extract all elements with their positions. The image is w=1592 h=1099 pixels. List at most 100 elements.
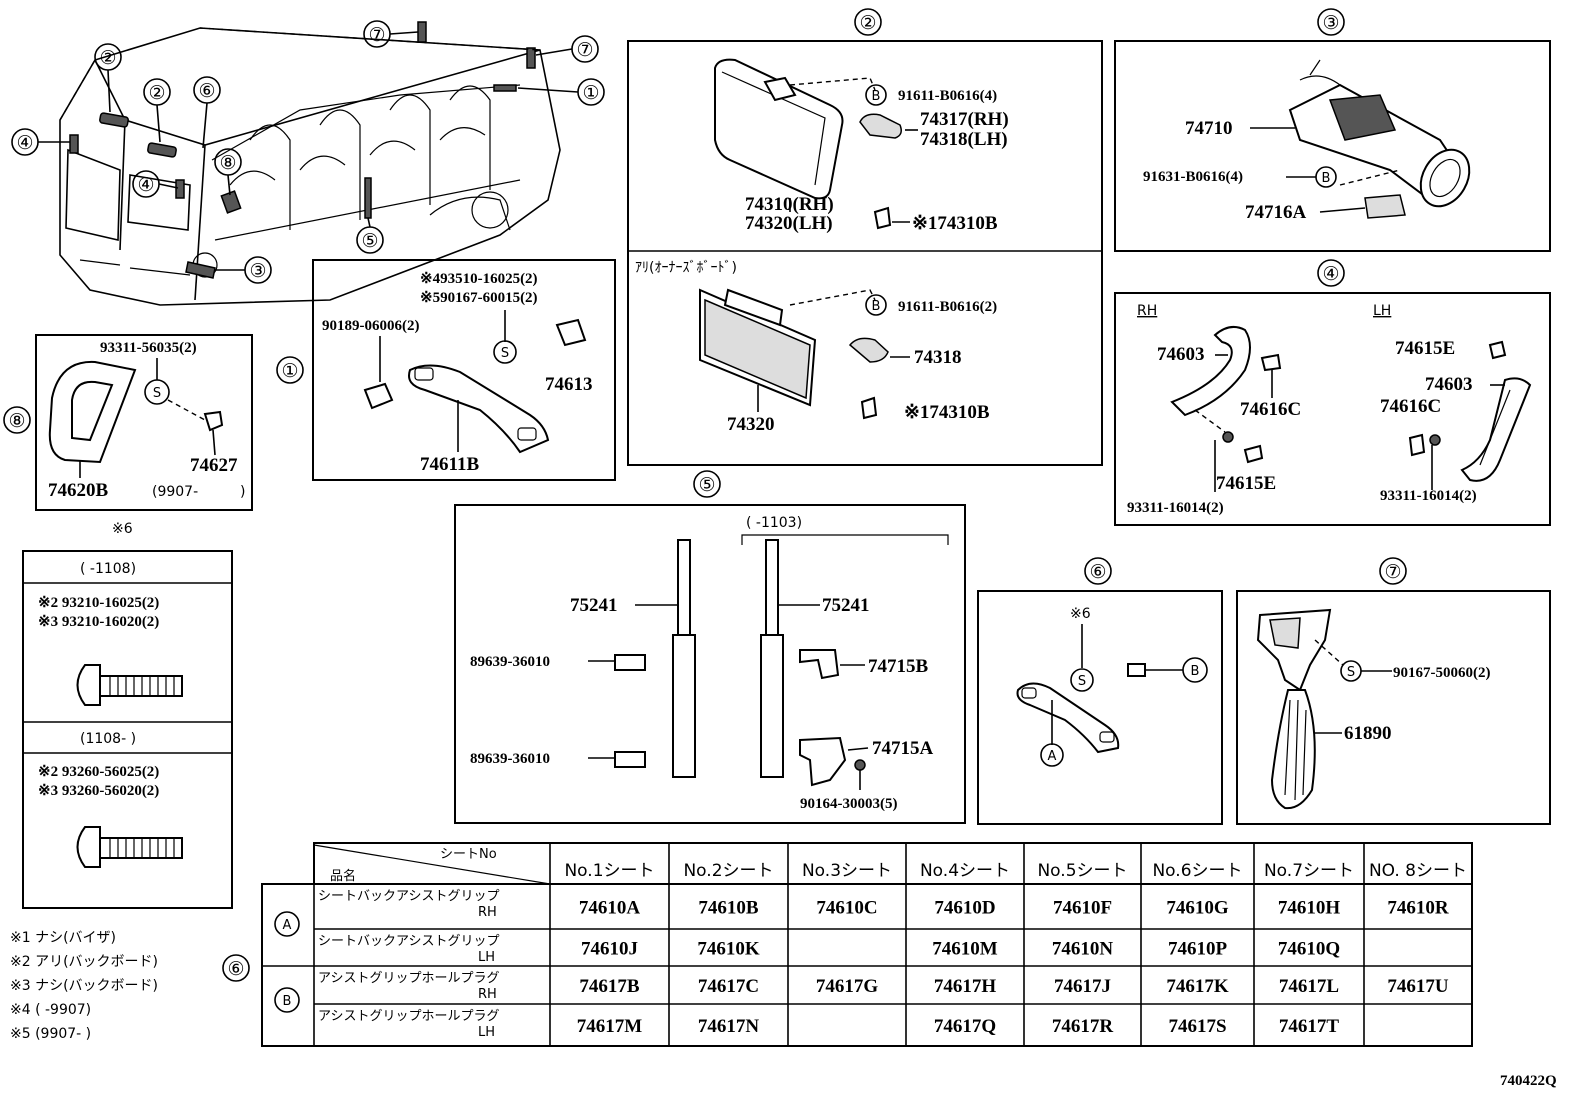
table-cell: 74617T (1279, 1016, 1340, 1037)
table-row-name: アシストグリップホールプラグ (318, 1009, 499, 1024)
part-74715A: 74715A (872, 738, 934, 759)
box-3-label: ③ (1322, 12, 1339, 34)
part-93311-16014-lh: 93311-16014(2) (1380, 488, 1477, 504)
part-74611B: 74611B (420, 454, 479, 475)
table-cell: 74617Q (934, 1016, 996, 1037)
table-cell: 74610C (816, 898, 877, 919)
box-6-note: ※6 (1070, 606, 1091, 622)
note-6-box: ※6 ( -1108) ※2 93210-16025(2) ※3 93210-1… (22, 521, 233, 909)
table-cell: 74617U (1387, 976, 1449, 997)
callout-1: ① (582, 82, 599, 104)
footnote-4: ※4 ( -9907) (10, 1002, 91, 1018)
part-90167-50060: 90167-50060(2) (1393, 665, 1491, 681)
table-cell: 74617L (1279, 976, 1339, 997)
part-74318: 74318(LH) (920, 129, 1008, 150)
table-cell: 74610G (1166, 898, 1229, 919)
box-1: ① ※493510-16025(2) ※590167-60015(2) 9018… (276, 259, 616, 481)
table-column-header: NO. 8シート (1369, 861, 1467, 881)
part-74320-2: 74320 (727, 414, 775, 435)
footnote-3: ※3 ナシ(バックボード) (10, 978, 158, 994)
footnote-1: ※1 ナシ(バイザ) (10, 930, 116, 946)
part-74317: 74317(RH) (920, 109, 1009, 130)
table-cells: 74610A 74610B 74610C 74610D 74610F 74610G 7461… (577, 898, 1449, 1038)
table-cell: 74617H (934, 976, 997, 997)
table-cell: 74610A (579, 898, 641, 919)
a-callout-6: A (1048, 749, 1057, 764)
part-90164-30003: 90164-30003(5) (800, 796, 898, 812)
table-cell: 74617C (698, 976, 759, 997)
callout-4-b: ④ (137, 174, 154, 196)
screw-s-callout-1: S (501, 346, 509, 361)
part-74310: 74310(RH) (745, 194, 834, 215)
part-93260-56025: ※2 93260-56025(2) (38, 764, 159, 780)
screw-s-callout-6: S (1078, 674, 1086, 689)
part-75241-b: 75241 (822, 595, 870, 616)
table-cell: 74610F (1053, 898, 1112, 919)
sub-title-owners-board: ｱﾘ(ｵｰﾅｰｽﾞﾎﾞｰﾄﾞ) (635, 260, 737, 276)
part-590167-60015: ※590167-60015(2) (420, 290, 538, 306)
table-column-header: No.3シート (802, 861, 892, 881)
part-174310B: ※174310B (912, 213, 998, 234)
footnote-5: ※5 (9907- ) (10, 1026, 91, 1042)
table-cell: 74617K (1166, 976, 1229, 997)
callout-3: ③ (249, 260, 266, 282)
part-74716A: 74716A (1245, 202, 1307, 223)
part-74616C-rh: 74616C (1240, 399, 1301, 420)
van-overview (59, 21, 561, 306)
part-74318-2: 74318 (914, 347, 962, 368)
part-74615E-rh: 74615E (1216, 473, 1276, 494)
callout-2-b: ② (148, 82, 165, 104)
callout-4-a: ④ (16, 132, 33, 154)
table-row-names: シートバックアシストグリップRHシートバックアシストグリップLHアシストグリップ… (318, 889, 499, 1040)
part-93210-16020: ※3 93210-16020(2) (38, 614, 159, 630)
part-91631-B0616: 91631-B0616(4) (1143, 169, 1243, 185)
table-cell: 74617J (1054, 976, 1111, 997)
table-cell: 74610J (581, 939, 638, 960)
b-callout-3: B (1322, 171, 1331, 186)
table-row-side: RH (478, 905, 497, 920)
table-corner-top: シートNo (440, 847, 497, 862)
part-74715B: 74715B (868, 656, 929, 677)
table-row-side: LH (478, 950, 495, 965)
table-column-header: No.7シート (1264, 861, 1354, 881)
table-cell: 74617S (1168, 1016, 1226, 1037)
callout-5: ⑤ (361, 230, 378, 252)
part-61890: 61890 (1344, 723, 1392, 744)
table-cell: 74610D (934, 898, 995, 919)
box-8-label: ⑧ (8, 410, 25, 432)
part-93311-16014-rh: 93311-16014(2) (1127, 500, 1224, 516)
table-cell: 74610M (932, 939, 998, 960)
note-6-date2: (1108- ) (80, 731, 136, 747)
table-cell: 74617M (577, 1016, 643, 1037)
table-cell: 74610Q (1278, 939, 1340, 960)
diagram-code: 740422Q (1500, 1073, 1557, 1089)
note-6-title: ※6 (112, 521, 133, 537)
callout-7-b: ⑦ (576, 39, 593, 61)
box-5: ⑤ ( -1103) 75241 75241 89639-36010 89639… (454, 470, 966, 824)
box-6-label: ⑥ (1089, 561, 1106, 583)
part-74613: 74613 (545, 374, 593, 395)
box-8-date: (9907- (152, 484, 198, 500)
table-row-name: シートバックアシストグリップ (318, 889, 499, 904)
part-74320: 74320(LH) (745, 213, 833, 234)
box-1-label: ① (281, 360, 298, 382)
table-cell: 74617B (579, 976, 640, 997)
part-74603-lh: 74603 (1425, 374, 1473, 395)
table-cell: 74610R (1387, 898, 1449, 919)
side-lh-label: LH (1373, 303, 1391, 319)
table-cell: 74610K (697, 939, 760, 960)
b-callout-2a: B (872, 89, 881, 104)
part-89639-36010-b: 89639-36010 (470, 751, 550, 767)
note-6-date1: ( -1108) (80, 561, 136, 577)
table-cell: 74617R (1052, 1016, 1114, 1037)
callout-6: ⑥ (198, 80, 215, 102)
part-493510-16025: ※493510-16025(2) (420, 271, 538, 287)
b-callout-2b: B (872, 299, 881, 314)
table-group-b: B (283, 994, 292, 1009)
callout-8: ⑧ (219, 152, 236, 174)
box-5-label: ⑤ (698, 474, 715, 496)
part-75241-a: 75241 (570, 595, 618, 616)
table-row-side: RH (478, 987, 497, 1002)
side-rh-label: RH (1137, 303, 1157, 319)
table-cell: 74610B (698, 898, 759, 919)
